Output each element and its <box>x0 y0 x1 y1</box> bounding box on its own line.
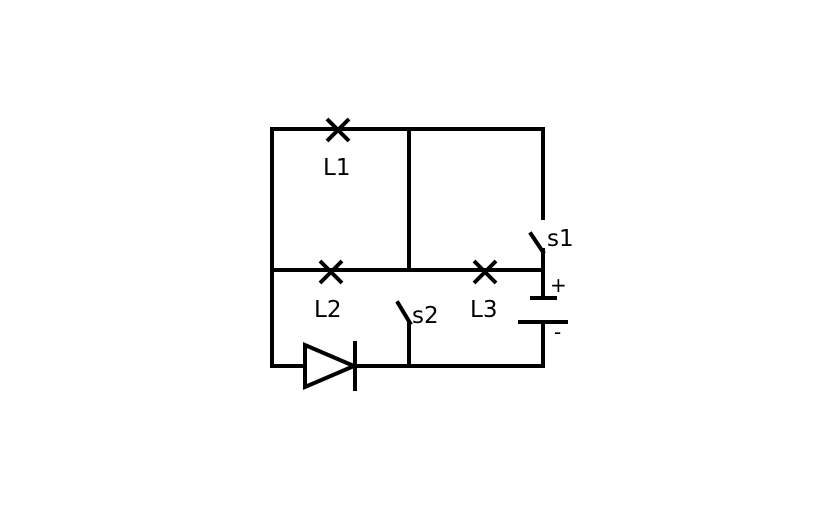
switch-s2-blade <box>395 300 413 326</box>
lamp-l1-label: L1 <box>323 155 350 181</box>
lamp-l2-cross-b <box>318 259 344 285</box>
switch-s1-label: s1 <box>547 226 574 252</box>
lamp-l3-cross-b <box>472 259 498 285</box>
wires <box>270 127 545 368</box>
lamp-l2: L2 <box>314 259 344 323</box>
lamp-l3-label: L3 <box>470 297 497 323</box>
switch-s1: s1 <box>528 226 574 255</box>
lamp-l1-cross-b <box>325 117 351 143</box>
diode-triangle <box>303 341 360 391</box>
battery-negative-sign: - <box>554 320 561 344</box>
switch-s2-label: s2 <box>412 303 439 329</box>
switch-s2: s2 <box>395 300 439 329</box>
lamp-l2-label: L2 <box>314 297 341 323</box>
lamp-l3: L3 <box>470 259 498 323</box>
lamp-l1: L1 <box>323 117 351 181</box>
diode <box>303 341 360 391</box>
battery: + - <box>518 273 568 344</box>
switch-s1-blade <box>528 231 546 255</box>
battery-positive-sign: + <box>550 273 567 297</box>
